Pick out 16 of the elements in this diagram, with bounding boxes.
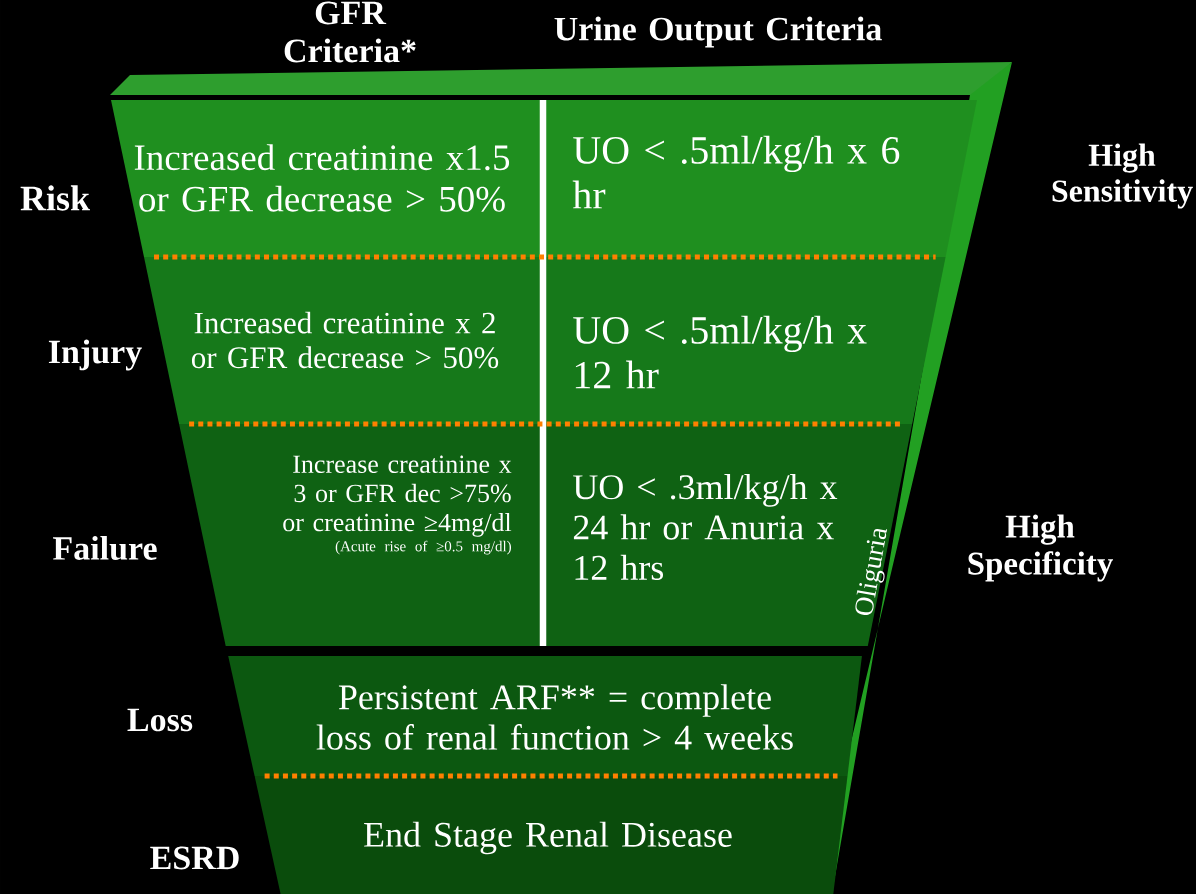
criteria-cell: UO < .5ml/kg/h x 6 hr	[546, 100, 977, 257]
criteria-cell: Increased creatinine x1.5 or GFR decrease > 50%	[111, 100, 540, 257]
criteria-cell: Increased creatinine x 2 or GFR decrease > 50%	[144, 257, 540, 424]
column-heading: Urine Output Criteria	[554, 16, 882, 48]
side-label: Oliguria	[855, 529, 888, 616]
scale-note: High Specificity	[968, 514, 1113, 582]
stage-label: Loss	[127, 708, 193, 732]
stage-band: End Stage Renal Disease	[254, 776, 848, 894]
criteria-cell: Increase creatinine x 3 or GFR dec >75% or creatinine ≥4mg/dl (Acute rise of ≥0.5 mg/dl)	[179, 424, 540, 646]
criteria-cell: UO < .5ml/kg/h x 12 hr	[546, 257, 946, 424]
stage-label: Risk	[20, 185, 90, 211]
stage-band: Persistent ARF** = complete loss of renal function > 4 weeks	[228, 656, 862, 776]
stage-label: Injury	[48, 339, 142, 371]
scale-note: High Sensitivity	[1052, 143, 1193, 209]
stage-label: ESRD	[150, 846, 239, 870]
column-heading: GFR Criteria*	[284, 1, 416, 63]
